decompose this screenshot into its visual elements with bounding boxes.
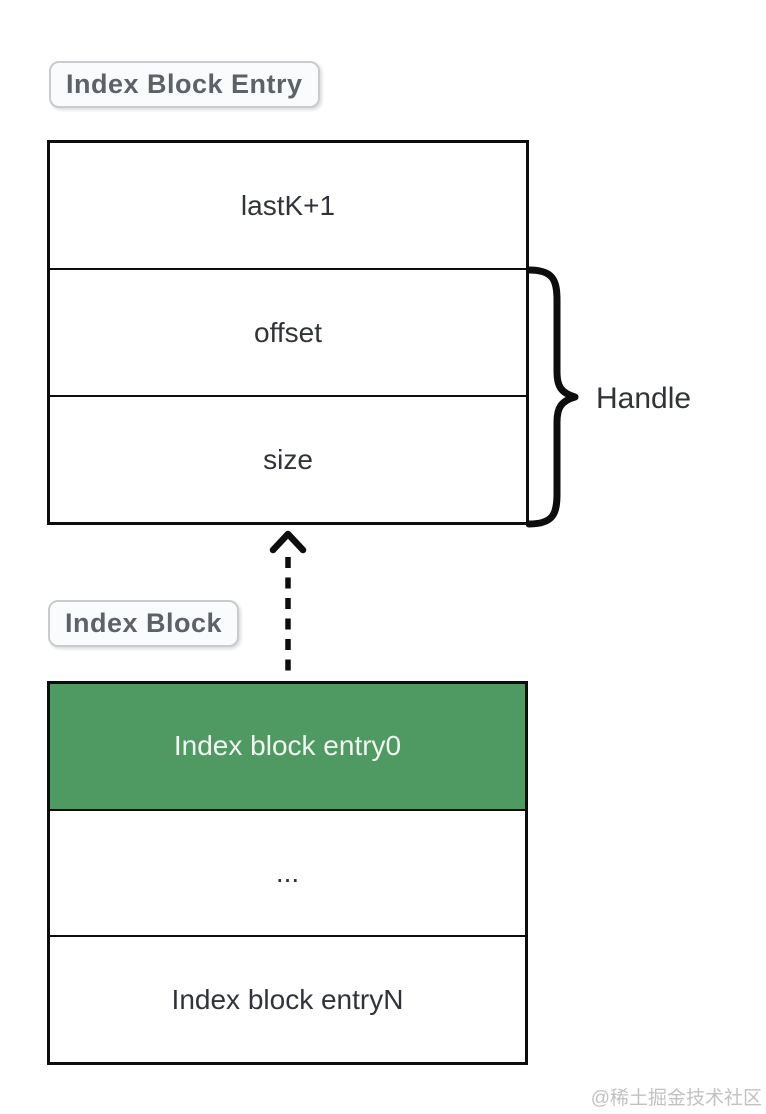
dashed-up-arrow-icon xyxy=(269,530,307,677)
index-block-badge: Index Block xyxy=(48,600,240,647)
row-label-entryn: Index block entryN xyxy=(171,983,404,1015)
handle-brace-icon xyxy=(526,266,579,528)
index-block-entry-badge: Index Block Entry xyxy=(49,61,320,108)
table-row: Index block entryN xyxy=(50,937,525,1062)
row-label-offset: offset xyxy=(254,316,322,348)
watermark: @稀土掘金技术社区 xyxy=(590,1088,762,1109)
index-block-entry-table: lastK+1 offset size xyxy=(47,140,529,525)
table-row: ... xyxy=(50,811,525,938)
table-row: lastK+1 xyxy=(50,143,526,270)
table-row: size xyxy=(50,397,526,522)
table-row-highlighted: Index block entry0 xyxy=(50,684,525,811)
row-label-entry0: Index block entry0 xyxy=(173,730,402,762)
row-label-size: size xyxy=(263,443,313,475)
row-label-lastk: lastK+1 xyxy=(240,189,336,221)
table-row: offset xyxy=(50,270,526,397)
index-block-table: Index block entry0 ... Index block entry… xyxy=(47,681,528,1065)
handle-label: Handle xyxy=(596,382,692,415)
row-label-ellipsis: ... xyxy=(275,857,300,888)
